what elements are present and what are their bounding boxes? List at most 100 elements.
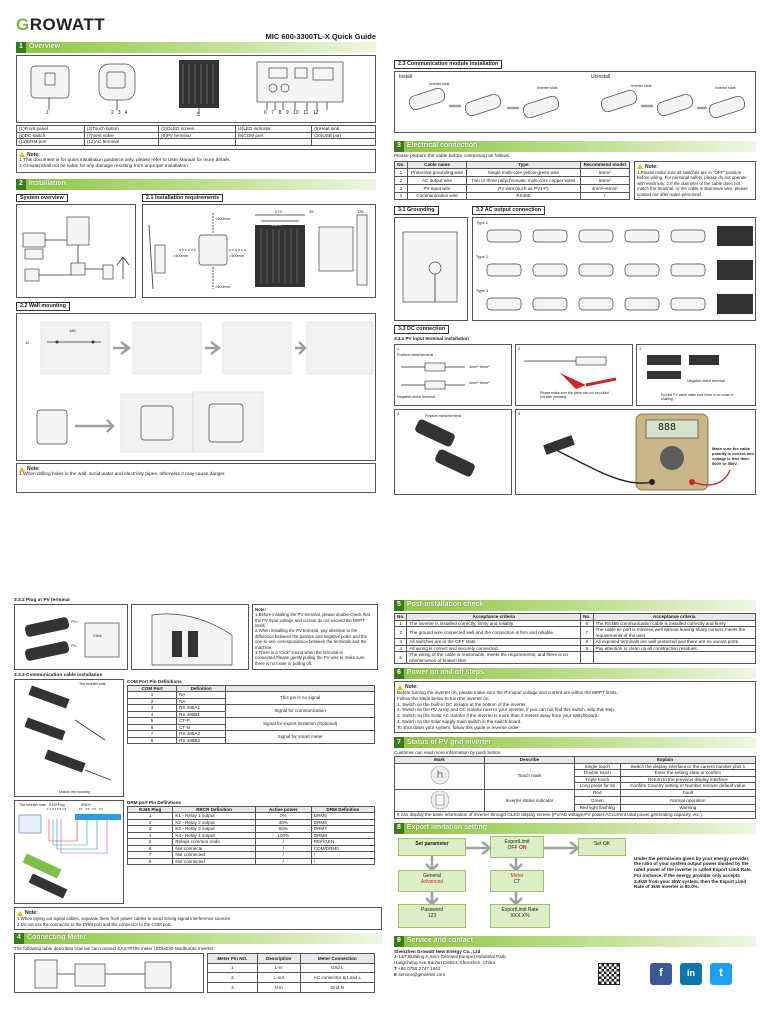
comm-cable-note: Note: 1.When laying out signal cables, s…	[14, 906, 382, 931]
drill-distance: 180	[69, 328, 76, 334]
drm-title: DRM port Pin Definitions	[127, 799, 182, 805]
parts-table: (1)Front panel(2)Touch button(3)OLED scr…	[16, 125, 376, 146]
dim-side: 136	[357, 209, 364, 215]
warning-icon	[637, 164, 643, 170]
slide-label-4: Inverter slide	[715, 85, 736, 90]
service-contact: Shenzhen Growatt New Energy Co., Ltd 4-1…	[394, 949, 756, 989]
plug-pv-note: Note: 1.Before installing the PV termina…	[252, 603, 378, 670]
electrical-note: Note: 1.Please make sure all switches ar…	[634, 160, 756, 201]
plug-pv-label: 3.3.2 Plug in PV terminal	[14, 598, 70, 603]
plug-pv-figure-2	[131, 603, 249, 670]
table-row: It can display the basic information of …	[394, 811, 756, 819]
meter-readout: 888	[658, 421, 677, 433]
plug-pv-figure-1: PV+ PV- Click	[14, 603, 128, 670]
slide-label-2: Inverter slide	[537, 85, 558, 90]
dim-depth: 39	[309, 209, 314, 215]
slide-label-1: Inverter slide	[429, 81, 450, 86]
dc-step-1: 1 Positive metal terminal Negative metal…	[394, 343, 512, 406]
ac-type-1: Type 1	[476, 220, 489, 226]
linkedin-icon[interactable]: in	[680, 962, 702, 985]
guide-title: MIC 600-3300TL-X Quick Guide	[265, 32, 376, 41]
polarity-note: Make sure the cable polarity is correct …	[712, 445, 754, 466]
wall-mounting-label: 2.2 Wall mounting	[16, 302, 70, 312]
export-flow: Set parameter ExportLimit OFF ON Set OK …	[394, 835, 756, 932]
installation-note: Note: 1.When drilling holes in the wall,…	[16, 463, 376, 494]
clearance-top: >500mm	[215, 217, 230, 222]
callout-5: 5	[197, 112, 200, 118]
clearance-left: >300mm	[173, 254, 188, 259]
touch-mark-icon	[394, 762, 485, 790]
install-label: Install	[399, 73, 413, 80]
installation-requirements-label: 2.1 Installation requirements	[142, 193, 224, 203]
ac-type-2: Type 2	[476, 254, 489, 260]
export-limit-box: ExportLimit OFF ON	[490, 835, 544, 858]
dc-step-4: 4 Positive metal terminal	[394, 408, 512, 495]
export-rate-box: ExportLimit Rate XXX.X%	[490, 903, 550, 928]
com-title: COM Port Pin Definitions	[127, 678, 182, 684]
phone: T +86 0755 2747 1942	[394, 965, 441, 971]
comm-module-label: 2.3 Communication module installation	[394, 60, 503, 69]
dim-width: 274	[275, 209, 282, 215]
general-box: General Advanced	[398, 869, 466, 892]
company-name: Shenzhen Growatt New Energy Co., Ltd	[394, 948, 481, 954]
twitter-icon[interactable]: t	[710, 962, 732, 985]
set-parameter-box: Set parameter	[398, 837, 466, 856]
meter-box: Meter CT	[490, 869, 544, 892]
address-line-2: Hangcheng Ave,Bao'an District, Shenzhen,…	[394, 960, 495, 966]
qr-code-icon	[598, 962, 620, 985]
comm-module-figure: Install Uninstall Inverter slide Inverte…	[394, 70, 756, 133]
meter-figure	[14, 952, 204, 993]
status-led-icon	[394, 788, 485, 813]
email[interactable]: E service@ginverter.com	[394, 971, 446, 977]
ac-output-figure: Type 1 Type 2 Type 3	[472, 217, 756, 322]
clearance-bottom: >500mm	[215, 285, 230, 290]
clearance-right: >300mm	[229, 254, 244, 259]
slide-label-3: Inverter slide	[631, 83, 652, 88]
warning-icon	[397, 684, 403, 690]
quick-guide-page-3: 3.3.2 Plug in PV terminal PV+ PV- Click …	[14, 598, 382, 1018]
overview-note: Note: 1.This document is for quick insta…	[16, 148, 376, 173]
facebook-icon[interactable]: f	[650, 962, 672, 985]
warning-icon	[17, 910, 23, 916]
